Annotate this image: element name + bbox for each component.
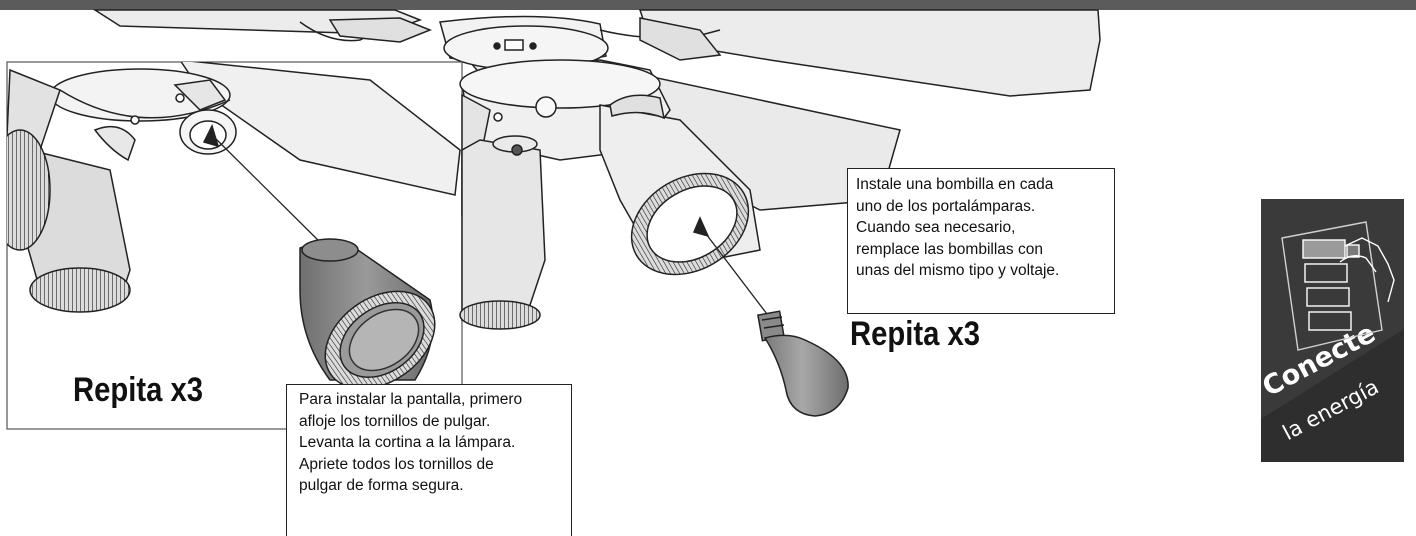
bulb-instructions-callout: Instale una bombilla en cada uno de los …	[847, 168, 1115, 314]
shade-instructions-callout: Para instalar la pantalla, primero afloj…	[286, 384, 572, 536]
repeat-heading-right: Repita x3	[850, 315, 981, 353]
badge-diagonal-band	[1261, 329, 1404, 462]
glass-shade-detached	[299, 238, 436, 390]
header-bar	[0, 0, 1416, 10]
blade-bracket-right	[639, 17, 722, 61]
light-bulb-icon	[757, 310, 849, 417]
right-step-illustration	[459, 59, 849, 417]
bulb-instructions-text: Instale una bombilla en cada uno de los …	[856, 176, 1060, 279]
blade-bracket-left	[328, 17, 433, 43]
shade-instructions-text: Para instalar la pantalla, primero afloj…	[299, 391, 523, 494]
repeat-heading-left: Repita x3	[73, 371, 204, 409]
